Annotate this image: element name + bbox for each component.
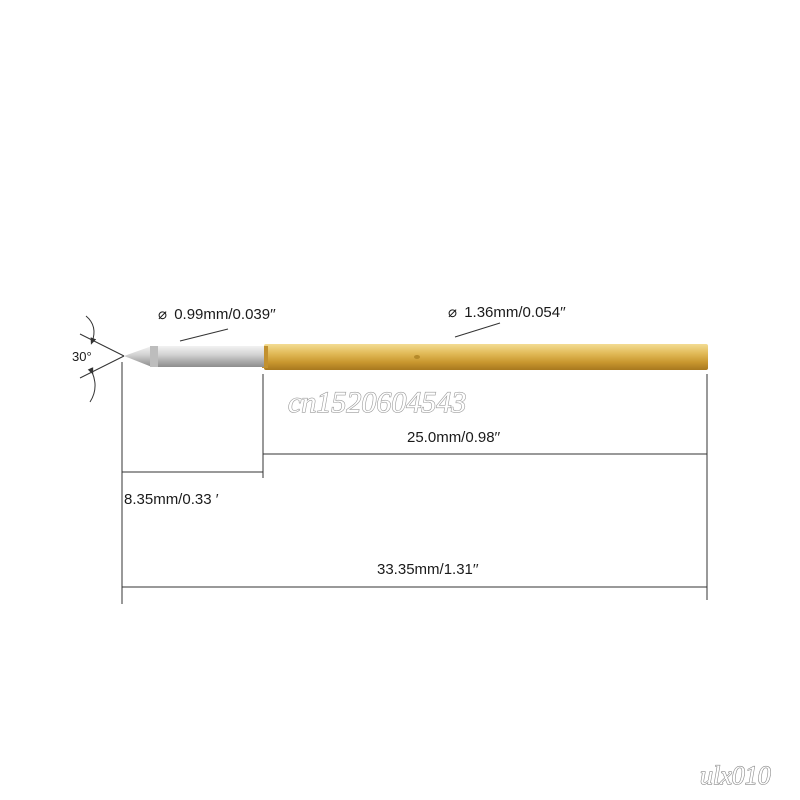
probe-barrel <box>264 344 708 370</box>
svg-text:⌀ 0.99mm/0.039′′: ⌀ 0.99mm/0.039′′ <box>158 306 276 323</box>
total-length-dimension: 33.35mm/1.31′′ <box>122 561 707 588</box>
tip-length-label: 8.35mm/0.33 ′ <box>124 491 219 508</box>
barrel-diameter-label: 1.36mm/0.054′′ <box>464 304 566 321</box>
total-length-label: 33.35mm/1.31′′ <box>377 561 479 578</box>
tip-angle-indicator: 30° <box>72 315 125 403</box>
center-watermark: cn1520604543 <box>288 386 466 419</box>
tip-diameter-label: 0.99mm/0.039′′ <box>174 306 276 323</box>
barrel-length-dimension: 25.0mm/0.98′′ <box>263 429 707 455</box>
barrel-length-label: 25.0mm/0.98′′ <box>407 429 500 446</box>
corner-watermark: ulx010 <box>700 761 771 790</box>
angle-label: 30° <box>72 349 92 364</box>
probe-tip-shoulder <box>150 346 158 367</box>
barrel-diameter-callout: ⌀ 1.36mm/0.054′′ <box>448 304 566 338</box>
diameter-symbol-tip: ⌀ <box>158 306 167 323</box>
probe <box>124 344 708 370</box>
svg-text:⌀ 1.36mm/0.054′′: ⌀ 1.36mm/0.054′′ <box>448 304 566 321</box>
tip-diameter-callout: ⌀ 0.99mm/0.039′′ <box>158 306 276 342</box>
tip-length-dimension: 8.35mm/0.33 ′ <box>122 471 263 508</box>
barrel-mouth <box>262 346 268 368</box>
diameter-symbol-barrel: ⌀ <box>448 304 457 321</box>
probe-plunger <box>152 346 264 367</box>
probe-tip <box>124 346 152 367</box>
barrel-crimp-mark <box>414 355 420 359</box>
